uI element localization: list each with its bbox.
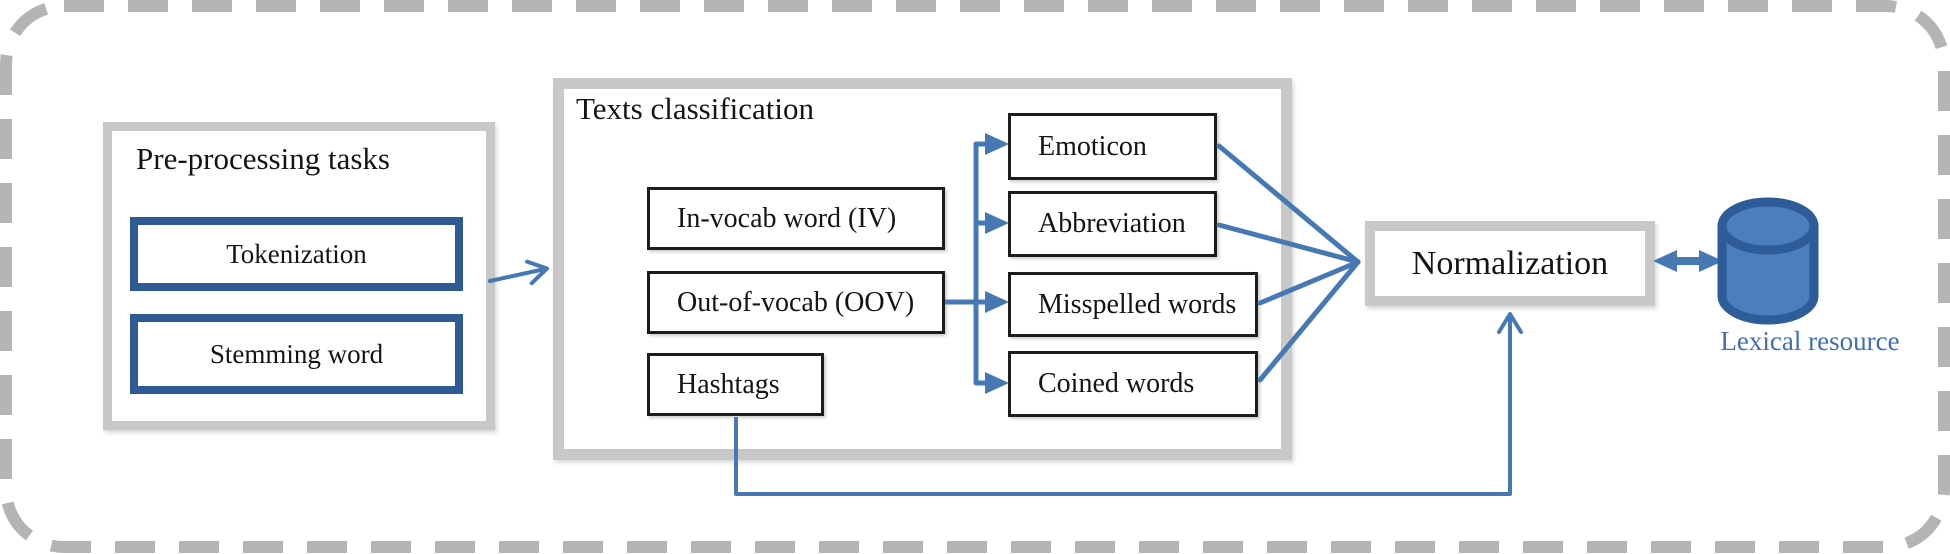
preprocessing-to-classification-arrow-icon bbox=[488, 259, 549, 286]
database-cylinder-icon bbox=[1717, 197, 1819, 325]
misspelled-words-box: Misspelled words bbox=[1008, 272, 1258, 337]
pre-processing-panel: Pre-processing tasks Tokenization Stemmi… bbox=[103, 122, 495, 430]
out-of-vocab-box: Out-of-vocab (OOV) bbox=[647, 271, 945, 334]
stemming-word-label: Stemming word bbox=[209, 338, 384, 369]
emoticon-label: Emoticon bbox=[1038, 130, 1147, 162]
in-vocab-box: In-vocab word (IV) bbox=[647, 187, 945, 250]
texts-classification-title: Texts classification bbox=[576, 91, 815, 126]
emoticon-box: Emoticon bbox=[1008, 113, 1217, 180]
stemming-word-box: Stemming word bbox=[130, 314, 463, 394]
abbreviation-box: Abbreviation bbox=[1008, 191, 1217, 257]
tokenization-label: Tokenization bbox=[226, 238, 367, 269]
normalization-label: Normalization bbox=[1411, 244, 1609, 282]
hashtags-box: Hashtags bbox=[647, 353, 824, 416]
out-of-vocab-label: Out-of-vocab (OOV) bbox=[677, 286, 915, 318]
hashtags-label: Hashtags bbox=[677, 368, 780, 400]
tokenization-box: Tokenization bbox=[130, 217, 463, 291]
misspelled-words-label: Misspelled words bbox=[1038, 288, 1237, 320]
pre-processing-title: Pre-processing tasks bbox=[136, 141, 390, 176]
abbreviation-label: Abbreviation bbox=[1038, 208, 1186, 239]
normalization-box: Normalization bbox=[1365, 221, 1655, 306]
in-vocab-label: In-vocab word (IV) bbox=[677, 202, 897, 234]
coined-words-box: Coined words bbox=[1008, 351, 1258, 417]
lexical-resource-label: Lexical resource bbox=[1720, 326, 1900, 356]
texts-classification-panel: Texts classification In-vocab word (IV) … bbox=[553, 78, 1292, 460]
coined-words-label: Coined words bbox=[1038, 368, 1195, 399]
